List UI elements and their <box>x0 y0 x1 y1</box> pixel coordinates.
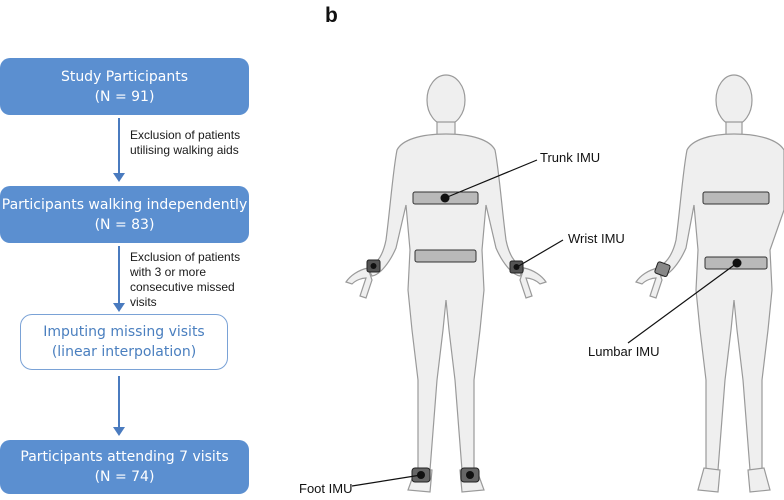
imputing-visits-title: Imputing missing visits <box>43 324 205 340</box>
study-participants-box: Study Participants (N = 91) <box>0 58 249 115</box>
imputing-visits-box: Imputing missing visits (linear interpol… <box>20 314 228 370</box>
hip-belt <box>414 249 477 263</box>
panel-label-b: b <box>325 4 338 27</box>
front-body-figure <box>345 74 547 493</box>
wrist-imu-label: Wrist IMU <box>568 231 625 246</box>
attending-visits-count: (N = 74) <box>94 469 155 485</box>
foot-imu-label: Foot IMU <box>299 481 353 496</box>
exclusion-note-walking-aids: Exclusion of patients utilising walking … <box>130 128 241 157</box>
arrow-3 <box>113 376 125 436</box>
attending-seven-visits-box: Participants attending 7 visits (N = 74) <box>0 440 249 494</box>
arrow-2 <box>113 246 125 312</box>
study-participants-title: Study Participants <box>60 68 189 85</box>
attending-visits-title: Participants attending 7 visits <box>20 449 229 465</box>
trunk-imu-label: Trunk IMU <box>540 150 601 165</box>
arrow-1 <box>113 118 125 182</box>
walking-independently-title: Participants walking independently <box>1 196 248 213</box>
walking-independently-box: Participants walking independently (N = … <box>0 186 249 243</box>
exclusion-note-missed-visits: Exclusion of patients with 3 or more con… <box>130 250 241 309</box>
walking-independently-count: (N = 83) <box>94 216 155 233</box>
back-trunk-belt <box>702 191 770 205</box>
back-wrist-sensor <box>654 261 671 277</box>
imputing-visits-subtitle: (linear interpolation) <box>51 344 197 360</box>
back-body-figure <box>635 74 784 493</box>
study-participants-count: (N = 91) <box>94 88 155 105</box>
lumbar-imu-label: Lumbar IMU <box>588 344 660 359</box>
